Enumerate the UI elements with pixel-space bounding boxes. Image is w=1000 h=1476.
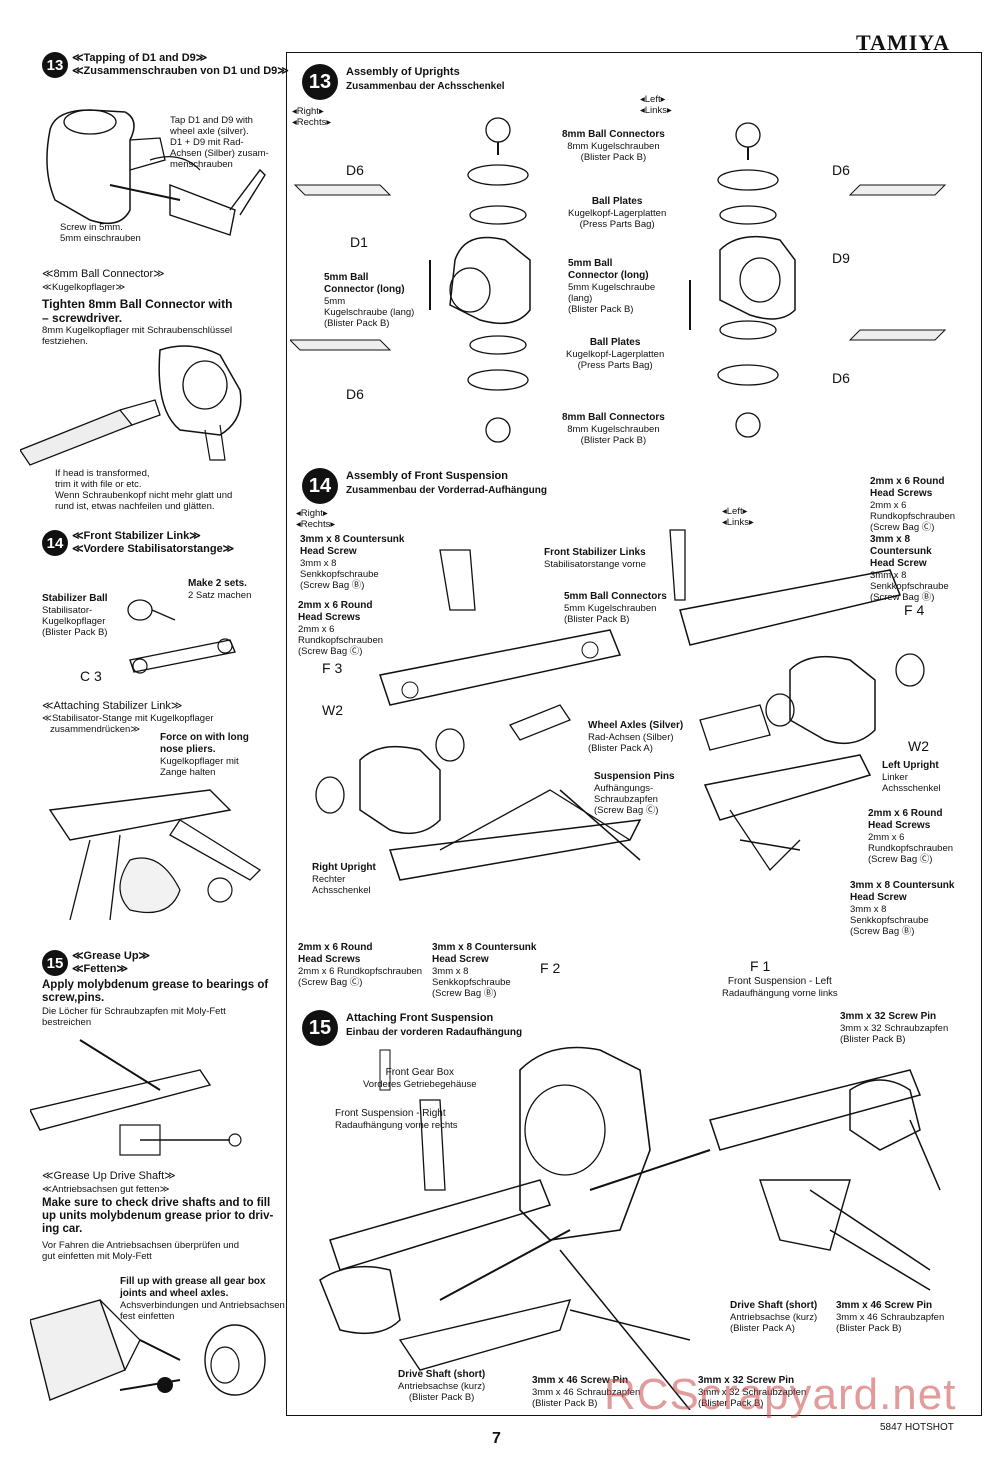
step-15-small-title-de: ≪Fetten≫ (72, 963, 129, 975)
drive-shaft-bottom: Drive Shaft (short)Antriebsachse (kurz)(… (398, 1369, 486, 1403)
f2-label: F 2 (540, 960, 561, 976)
step-15-small-title: ≪Grease Up≫ (72, 950, 151, 962)
make-sets: Make 2 sets.2 Satz machen (188, 578, 252, 601)
apply-note-de: Die Löcher für Schraubzapfen mit Moly-Fe… (42, 1006, 226, 1028)
f3-label: F 3 (322, 660, 343, 676)
d6-label-3: D6 (832, 162, 850, 178)
right-tag: ◂Right▸◂Rechts▸ (292, 106, 332, 128)
brand-logo: TAMIYA (856, 30, 951, 55)
d1-label: D1 (350, 234, 368, 250)
d6-label-2: D6 (346, 386, 364, 402)
step-15-badge: 15 (302, 1010, 338, 1046)
f1-label: F 1 (750, 958, 771, 974)
instruction-frame (286, 52, 982, 1416)
wheel-axles-label: Wheel Axles (Silver)Rad-Achsen (Silber)(… (588, 720, 684, 754)
left-tag: ◂Left▸◂Links▸ (640, 94, 672, 116)
tighten-note-2: – screwdriver. (42, 311, 123, 325)
step-13-title-de: Zusammenbau der Achsschenkel (346, 81, 505, 92)
w2-label-left: W2 (908, 738, 929, 754)
ball-connector-title: ≪8mm Ball Connector≫ (42, 268, 165, 280)
head-note: If head is transformed,trim it with file… (55, 468, 233, 512)
step-13-title: Assembly of Uprights (346, 66, 460, 78)
step-14-title: Assembly of Front Suspension (346, 470, 508, 482)
tighten-note-de: 8mm Kugelkopflager mit Schraubenschlüsse… (42, 325, 233, 347)
ball-connector-title-de: ≪Kugelkopflager≫ (42, 282, 126, 293)
grease-tube-illustration (30, 1299, 266, 1401)
step-14-title-de: Zusammenbau der Vorderrad-Aufhängung (346, 485, 547, 496)
w2-label-right: W2 (322, 702, 343, 718)
d6-label-4: D6 (832, 370, 850, 386)
step-15-title: Attaching Front Suspension (346, 1012, 494, 1024)
f4-label: F 4 (904, 602, 925, 618)
pliers-illustration (48, 789, 262, 921)
uprights-exploded-view (290, 117, 947, 443)
step-13-badge: 13 (302, 64, 338, 100)
d9-label: D9 (832, 250, 850, 266)
step-13-small-title: ≪Tapping of D1 and D9≫ (72, 52, 208, 64)
c3-label: C 3 (80, 668, 102, 684)
make-sure-note: Make sure to check drive shafts and to f… (42, 1197, 274, 1235)
step-13-small-title-de: ≪Zusammenschrauben von D1 und D9≫ (72, 65, 289, 77)
step-14-badge: 14 (302, 468, 338, 504)
stabilizer-link-illustration (127, 599, 236, 674)
make-sure-note-de: Vor Fahren die Antriebsachsen überprüfen… (42, 1240, 239, 1262)
step-15-small-badge: 15 (42, 950, 68, 976)
step-14-small-title-de: ≪Vordere Stabilisatorstange≫ (72, 543, 235, 555)
step-13-small-badge: 13 (42, 52, 68, 78)
d6-label-1: D6 (346, 162, 364, 178)
drive-shaft-right: Drive Shaft (short)Antriebsachse (kurz)(… (730, 1300, 818, 1334)
footer-model: 5847 HOTSHOT (880, 1422, 954, 1433)
step-14-small-title: ≪Front Stabilizer Link≫ (72, 530, 201, 542)
tapping-illustration (46, 109, 266, 236)
grease-shaft-title: ≪Grease Up Drive Shaft≫ (42, 1170, 176, 1182)
right-tag-14: ◂Right▸◂Rechts▸ (296, 508, 336, 530)
front-suspension-exploded-view (315, 529, 925, 881)
screw-in-note: Screw in 5mm.5mm einschrauben (60, 222, 141, 244)
front-suspension-install-view (319, 1046, 941, 1410)
grease-shaft-title-de: ≪Antriebsachsen gut fetten≫ (42, 1184, 170, 1195)
page-number: 7 (492, 1430, 501, 1447)
attach-title: ≪Attaching Stabilizer Link≫ ≪Stabilisato… (42, 700, 214, 735)
grease-pins-illustration (30, 1039, 242, 1156)
step-15-title-de: Einbau der vorderen Radaufhängung (346, 1027, 523, 1038)
watermark: RCScrapyard.net (604, 1370, 957, 1419)
screwdriver-illustration (20, 345, 242, 466)
step-14-small-badge: 14 (42, 530, 68, 556)
left-tag-14: ◂Left▸◂Links▸ (722, 506, 754, 528)
tighten-note: Tighten 8mm Ball Connector with (42, 297, 233, 311)
